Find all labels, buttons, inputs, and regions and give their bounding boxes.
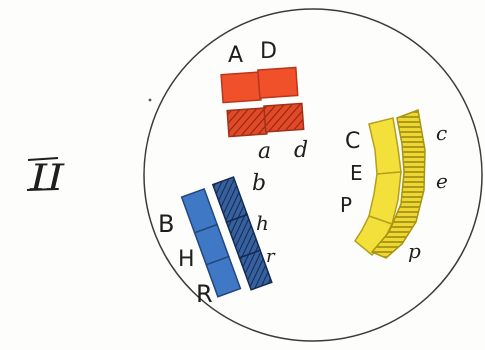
figure-label-underline — [27, 189, 58, 190]
blue-chromosome-pair: B H R b h r — [158, 171, 276, 308]
yellow-outer-segment-c — [369, 118, 401, 174]
cell-outline — [144, 9, 482, 341]
red-chromosome-pair: A D a d — [221, 39, 308, 164]
label-outer-E: E — [350, 161, 363, 185]
label-lower-d: d — [294, 138, 308, 163]
label-outer-P: P — [340, 193, 352, 217]
blue-right-segment-b — [213, 177, 247, 222]
label-lower-a: a — [258, 139, 271, 164]
yellow-chromosome-pair: C E P c e p — [340, 110, 448, 263]
label-upper-A: A — [228, 43, 243, 68]
label-right-h: h — [256, 211, 269, 235]
red-upper-segment-a — [221, 72, 261, 103]
stray-mark — [149, 99, 152, 102]
label-inner-c: c — [436, 121, 447, 145]
red-upper-segment-d — [258, 67, 298, 98]
label-inner-p: p — [408, 239, 421, 263]
label-left-H: H — [178, 247, 195, 272]
label-inner-e: e — [436, 169, 448, 193]
red-lower-segment-a — [227, 108, 267, 137]
label-right-r: r — [266, 246, 276, 267]
figure-label: II — [27, 158, 65, 199]
red-upper-chromosome — [221, 67, 298, 102]
figure-label-text: II — [29, 158, 65, 199]
label-upper-D: D — [260, 39, 277, 64]
red-lower-chromosome — [227, 103, 303, 136]
label-left-R: R — [196, 280, 213, 308]
label-outer-C: C — [345, 129, 360, 154]
label-left-B: B — [158, 210, 174, 238]
red-lower-segment-d — [264, 103, 304, 132]
label-right-b: b — [252, 171, 266, 196]
